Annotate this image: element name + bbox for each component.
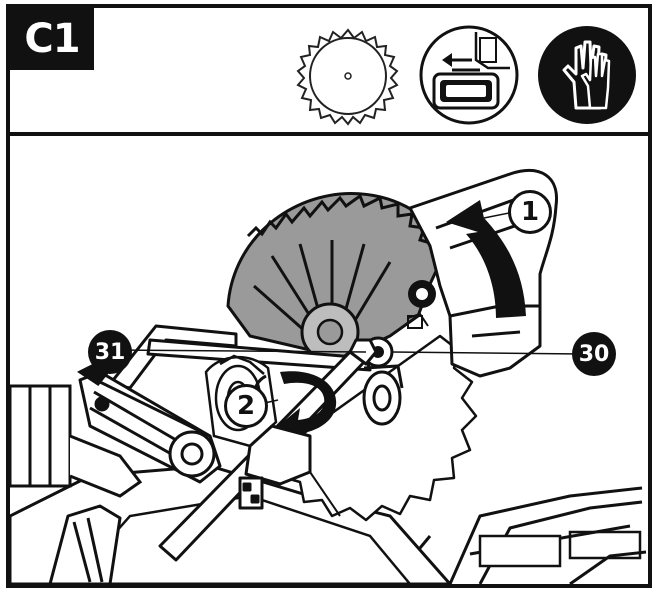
upper-blade-guard (226, 192, 450, 362)
miter-saw-illustration (10, 169, 647, 584)
step-badge: C1 (10, 8, 94, 70)
saw-blade-icon (296, 28, 399, 126)
bevel-knob (48, 504, 122, 584)
turn-arrow (278, 371, 337, 446)
callout-blade-bolt: 30 (572, 332, 616, 376)
callout-guard-arm: 31 (88, 330, 132, 374)
header-divider (6, 132, 652, 136)
saw-blade (284, 334, 478, 522)
lower-guard (362, 364, 404, 426)
lift-arrow (446, 200, 526, 318)
unplug-battery-icon (419, 25, 519, 125)
callout-lever-turn: 2 (224, 384, 268, 428)
wear-gloves-icon (538, 26, 636, 124)
callout-lever-lift: 1 (508, 190, 552, 234)
